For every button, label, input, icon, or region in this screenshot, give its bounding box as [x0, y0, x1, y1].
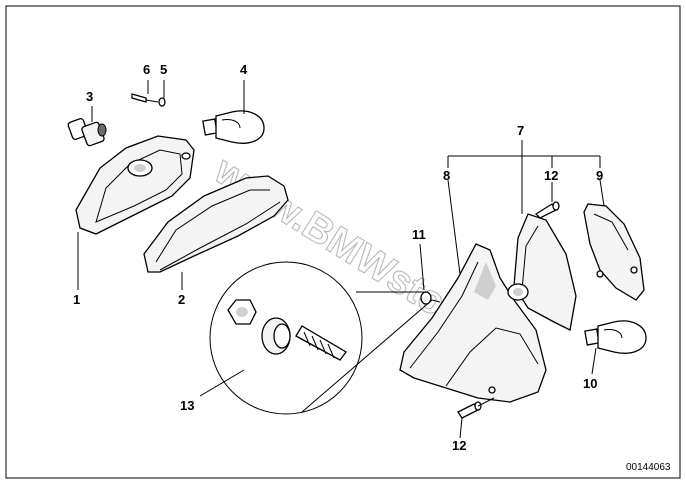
- leader-lines: [77, 80, 605, 439]
- right-bulb: [584, 320, 647, 354]
- label-part-10: 10: [583, 376, 597, 391]
- left-indicator-lens: [143, 175, 289, 273]
- label-part-6: 6: [143, 62, 150, 77]
- label-part-9: 9: [596, 168, 603, 183]
- label-part-4: 4: [240, 62, 248, 77]
- label-part-12-top: 12: [544, 168, 558, 183]
- left-indicator-housing: [75, 135, 195, 235]
- label-part-11: 11: [412, 227, 426, 242]
- label-part-3: 3: [86, 89, 93, 104]
- label-part-8: 8: [443, 168, 450, 183]
- label-part-13: 13: [180, 398, 194, 413]
- left-bulb: [202, 110, 265, 144]
- detail-circle: [209, 261, 433, 415]
- screw-and-washer: [131, 93, 166, 107]
- label-part-7: 7: [517, 123, 524, 138]
- label-part-2: 2: [178, 292, 185, 307]
- label-part-1: 1: [73, 292, 80, 307]
- right-indicator-housing: [399, 243, 547, 403]
- part-labels: 1 2 3 4 5 6 7 8 9 10 11 12 12 13: [73, 62, 603, 453]
- label-part-12-bottom: 12: [452, 438, 466, 453]
- small-nut: [420, 291, 441, 305]
- label-part-5: 5: [160, 62, 167, 77]
- diagram-border: [5, 5, 681, 479]
- drawing-code: 00144063: [626, 462, 671, 473]
- right-reflector: [507, 213, 577, 331]
- bottom-screw: [457, 397, 495, 419]
- bulb-socket: [67, 118, 107, 147]
- right-indicator-lens: [583, 203, 645, 301]
- top-screw: [534, 201, 560, 219]
